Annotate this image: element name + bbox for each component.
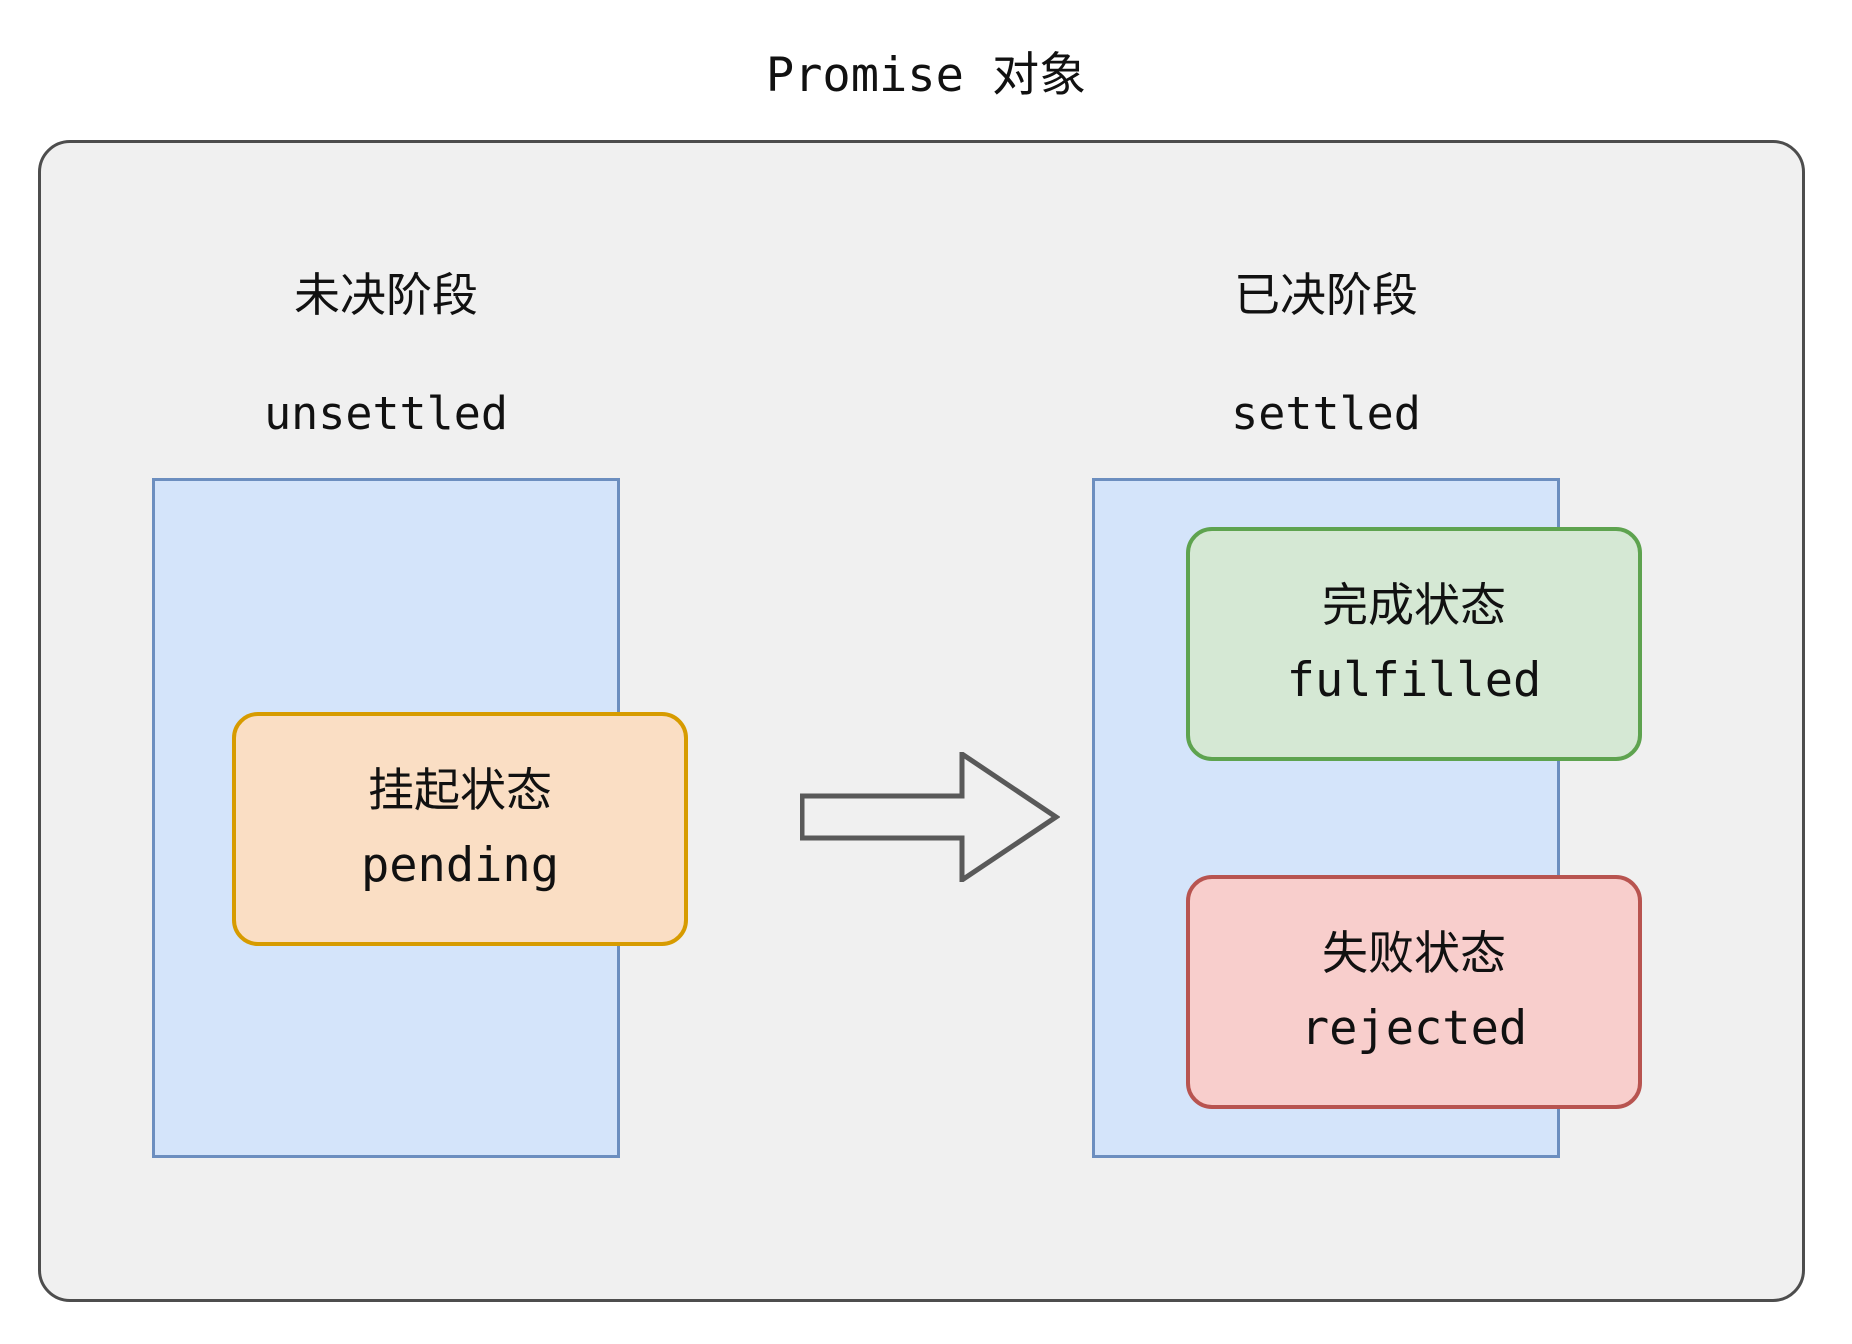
- phase-heading-unsettled: 未决阶段 unsettled: [152, 230, 620, 479]
- state-pending-label-en: pending: [360, 838, 560, 894]
- phase-heading-settled: 已决阶段 settled: [1092, 230, 1560, 479]
- state-fulfilled-label-cn: 完成状态: [1322, 578, 1506, 633]
- state-rejected-label-cn: 失败状态: [1322, 926, 1506, 981]
- phase-heading-unsettled-en: unsettled: [264, 387, 508, 441]
- right-arrow-shape: [800, 752, 1060, 882]
- right-arrow-icon: [800, 752, 1060, 882]
- state-fulfilled-label-en: fulfilled: [1286, 653, 1542, 709]
- state-pending-label-cn: 挂起状态: [368, 763, 552, 818]
- state-rejected-label-en: rejected: [1300, 1001, 1528, 1057]
- state-box-fulfilled: 完成状态 fulfilled: [1186, 527, 1642, 761]
- phase-heading-unsettled-cn: 未决阶段: [294, 268, 478, 322]
- state-box-rejected: 失败状态 rejected: [1186, 875, 1642, 1109]
- state-box-pending: 挂起状态 pending: [232, 712, 688, 946]
- page-title: Promise 对象: [765, 48, 1087, 103]
- phase-heading-settled-en: settled: [1231, 387, 1421, 441]
- phase-heading-settled-cn: 已决阶段: [1234, 268, 1418, 322]
